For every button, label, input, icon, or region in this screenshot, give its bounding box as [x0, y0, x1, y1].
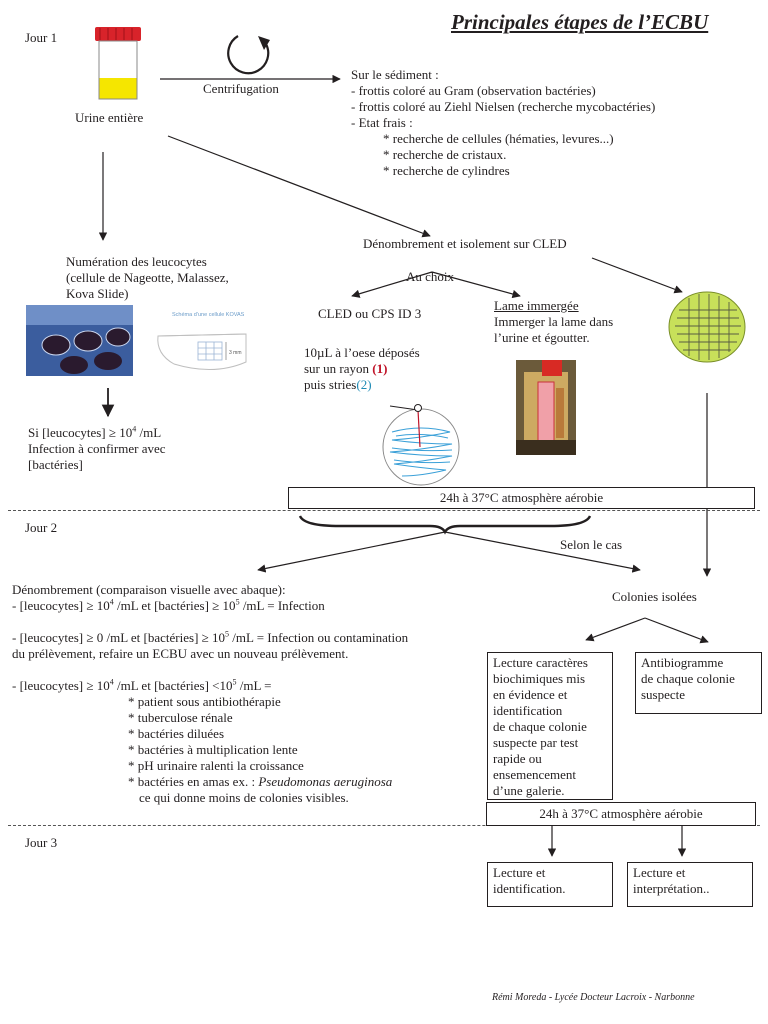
- reason-item: * tuberculose rénale: [128, 710, 233, 725]
- page-title: Principales étapes de l’ECBU: [451, 10, 709, 34]
- sediment-line: - frottis coloré au Ziehl Nielsen (reche…: [351, 99, 656, 114]
- arrow-to-option2: [431, 271, 521, 299]
- sediment-block: Sur le sédiment : - frottis coloré au Gr…: [351, 67, 655, 179]
- arrow-to-cled: [167, 135, 431, 238]
- reason-item: * patient sous antibiothérapie: [128, 694, 281, 709]
- selon-label: Selon le cas: [560, 537, 623, 552]
- day-3-label: Jour 3: [25, 835, 58, 850]
- sediment-subline: * recherche de cellules (hématies, levur…: [383, 131, 614, 146]
- leuco-result-line1: Si [leucocytes] ≥ 104 /mL: [28, 424, 162, 440]
- denombrement-case2-cont: du prélèvement, refaire un ECBU avec un …: [12, 646, 349, 661]
- kova-slide-diagram: 3 mm Schéma d’une cellule KOVAS: [157, 312, 247, 371]
- incubation-box-2: 24h à 37°C atmosphère aérobie: [486, 802, 756, 826]
- arrow-to-option1: [351, 271, 433, 298]
- incubation-box-1: 24h à 37°C atmosphère aérobie: [288, 487, 755, 509]
- deposit-block: 10µL à l’oese déposés sur un rayon (1) p…: [304, 345, 420, 393]
- numeration-block: Numération des leucocytes (cellule de Na…: [66, 254, 229, 302]
- cled-heading: Dénombrement et isolement sur CLED: [363, 236, 567, 251]
- sediment-heading: Sur le sédiment :: [351, 67, 439, 82]
- reason-item: * pH urinaire ralenti la croissance: [128, 758, 304, 773]
- numeration-line: Kova Slide): [66, 286, 129, 301]
- deposit-line2: sur un rayon (1): [304, 361, 388, 376]
- arrow-to-antibio: [644, 617, 709, 644]
- arrow-to-lecture: [585, 617, 646, 642]
- reason-item: * bactéries diluées: [128, 726, 225, 741]
- day-2-label: Jour 2: [25, 520, 58, 535]
- numeration-line: (cellule de Nageotte, Malassez,: [66, 270, 229, 285]
- dipslide-line: l’urine et égoutter.: [494, 330, 590, 345]
- separator-day3: [8, 825, 760, 826]
- denombrement-case3: - [leucocytes] ≥ 104 /mL et [bactéries] …: [12, 677, 272, 693]
- dipslide-line: Immerger la lame dans: [494, 314, 614, 329]
- reason-item: * bactéries à multiplication lente: [128, 742, 298, 757]
- deposit-line1: 10µL à l’oese déposés: [304, 345, 420, 360]
- brace: [298, 515, 592, 535]
- reason-item: * bactéries en amas ex. : Pseudomonas ae…: [128, 774, 393, 789]
- option-cled: CLED ou CPS ID 3: [318, 306, 422, 321]
- denombrement-heading: Dénombrement (comparaison visuelle avec …: [12, 582, 286, 597]
- rotation-icon: [227, 35, 270, 75]
- tube-label: Urine entière: [75, 110, 144, 125]
- dipslide-image: [516, 360, 576, 455]
- cled-plate-icon: [668, 291, 746, 363]
- reason-item-cont: ce qui donne moins de colonies visibles.: [139, 790, 349, 805]
- counting-chamber-image: [26, 305, 133, 376]
- leuco-result-block: Si [leucocytes] ≥ 104 /mL Infection à co…: [28, 425, 166, 473]
- colonies-label: Colonies isolées: [612, 589, 697, 604]
- choice-label: Au choix: [406, 269, 455, 284]
- centrifugation-label: Centrifugation: [203, 81, 279, 96]
- separator-day2: [8, 510, 760, 511]
- arrow-to-denombrement: [257, 531, 446, 573]
- kova-title: Schéma d’une cellule KOVAS: [172, 312, 245, 318]
- arrow-to-colonies-2: [444, 531, 641, 573]
- sediment-subline: * recherche de cylindres: [383, 163, 510, 178]
- denombrement-case2: - [leucocytes] ≥ 0 /mL et [bactéries] ≥ …: [12, 629, 409, 645]
- urine-tube-icon: [95, 27, 141, 100]
- numeration-line: Numération des leucocytes: [66, 254, 207, 269]
- leuco-result-line3: [bactéries]: [28, 457, 83, 472]
- dipslide-title: Lame immergée: [494, 298, 579, 313]
- arrow-to-plate: [591, 257, 683, 294]
- denombrement-block: Dénombrement (comparaison visuelle avec …: [12, 582, 408, 806]
- sediment-line: - frottis coloré au Gram (observation ba…: [351, 83, 596, 98]
- sediment-line: - Etat frais :: [351, 115, 413, 130]
- day-1-label: Jour 1: [25, 30, 58, 45]
- denombrement-case1: - [leucocytes] ≥ 104 /mL et [bactéries] …: [12, 597, 325, 613]
- leuco-result-line2: Infection à confirmer avec: [28, 441, 166, 456]
- sediment-subline: * recherche de cristaux.: [383, 147, 507, 162]
- footer-credit: Rémi Moreda - Lycée Docteur Lacroix - Na…: [492, 992, 695, 1003]
- kova-dimension: 3 mm: [229, 350, 242, 356]
- streaked-plate-icon: [382, 404, 460, 486]
- deposit-line3: puis stries(2): [304, 377, 372, 392]
- option-dipslide: Lame immergée Immerger la lame dans l’ur…: [494, 298, 613, 346]
